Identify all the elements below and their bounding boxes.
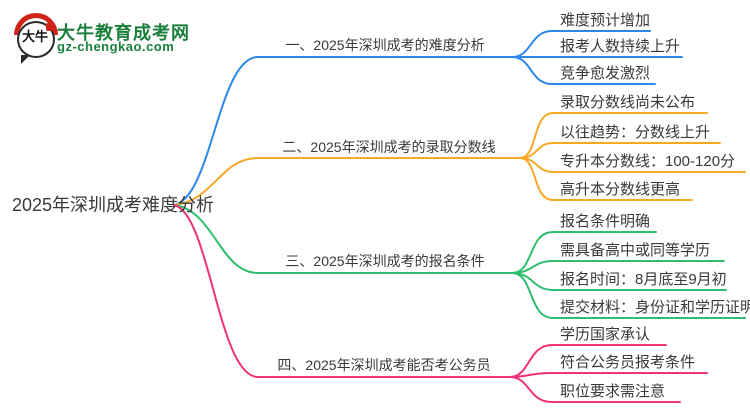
central-topic: 2025年深圳成考难度分析 (12, 195, 215, 215)
branch-2-label: 二、2025年深圳成考的录取分数线 (282, 139, 496, 155)
branch-4-item-1: 学历国家承认 (560, 326, 651, 343)
branch-2-item-1: 录取分数线尚未公布 (560, 94, 696, 111)
branch-2-item-4: 高升本分数线更高 (560, 181, 681, 198)
branch-1-curves (173, 30, 683, 206)
branch-4-item-3: 职位要求需注意 (560, 383, 666, 400)
branch-1-item-1: 难度预计增加 (560, 12, 651, 29)
branch-3-item-4: 提交材料：身份证和学历证明 (560, 299, 750, 316)
site-url: gz-chengkao.com (57, 39, 175, 54)
branch-2-curves (173, 112, 746, 206)
logo-red-arc (14, 13, 58, 35)
branch-4-label: 四、2025年深圳成考能否考公务员 (277, 357, 491, 373)
branch-3-item-2: 需具备高中或同等学历 (560, 242, 711, 259)
branch-1-label: 一、2025年深圳成考的难度分析 (285, 37, 485, 53)
branch-1-item-3: 竞争愈发激烈 (560, 65, 651, 82)
logo-icon-text: 大牛 (22, 29, 49, 44)
branch-4-curves (173, 204, 708, 403)
site-logo: 大牛 大牛教育成考网 gz-chengkao.com (0, 0, 230, 70)
branch-4-item-2: 符合公务员报考条件 (560, 354, 696, 371)
branch-3-item-1: 报名条件明确 (560, 213, 651, 230)
branch-2-item-2: 以往趋势：分数线上升 (560, 124, 711, 141)
branch-2-item-3: 专升本分数线：100-120分 (560, 153, 736, 170)
site-name: 大牛教育成考网 (57, 23, 190, 43)
branch-1-item-2: 报考人数持续上升 (560, 38, 681, 55)
logo-red-seal (46, 23, 54, 31)
branch-3-item-3: 报名时间：8月底至9月初 (560, 271, 727, 288)
branch-3-label: 三、2025年深圳成考的报名条件 (285, 253, 485, 269)
logo-bubble-icon: 大牛 (13, 12, 61, 64)
logo-bubble-tail (21, 55, 30, 64)
branch-3-curves (173, 204, 746, 319)
